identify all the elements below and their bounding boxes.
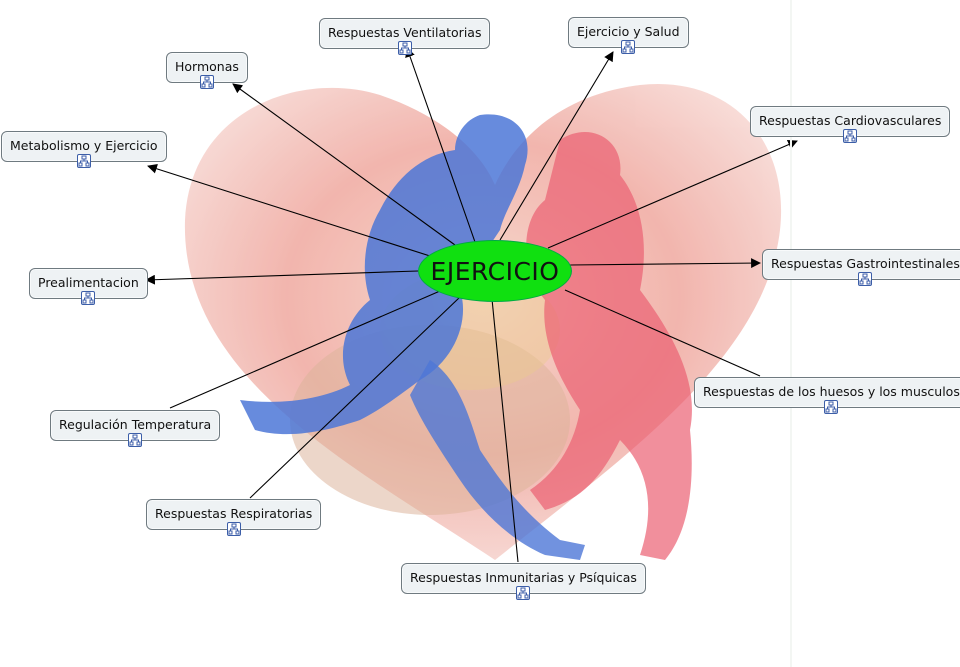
node-huesos-musculos[interactable]: Respuestas de los huesos y los musculos: [694, 377, 960, 414]
concept-submap-icon[interactable]: [76, 154, 91, 168]
background-illustration: [184, 83, 782, 560]
node-label: Regulación Temperatura: [59, 417, 212, 432]
node-inmunitarias[interactable]: Respuestas Inmunitarias y Psíquicas: [401, 563, 646, 600]
concept-submap-icon[interactable]: [843, 129, 858, 143]
node-metabolismo[interactable]: Metabolismo y Ejercicio: [1, 131, 167, 168]
concept-submap-icon[interactable]: [199, 75, 214, 89]
node-hormonas[interactable]: Hormonas: [166, 52, 248, 89]
node-label: Respuestas Gastrointestinales: [771, 256, 960, 271]
node-ejercicio-salud[interactable]: Ejercicio y Salud: [568, 17, 689, 54]
connectors: [145, 47, 798, 563]
central-concept[interactable]: EJERCICIO: [418, 240, 572, 302]
node-respiratorias[interactable]: Respuestas Respiratorias: [146, 499, 322, 536]
node-label: Respuestas Respiratorias: [155, 506, 313, 521]
canvas-edge: [790, 0, 792, 667]
node-label: Prealimentacion: [38, 275, 139, 290]
node-respuestas-ventilatorias[interactable]: Respuestas Ventilatorias: [319, 18, 491, 55]
node-label: Respuestas de los huesos y los musculos: [703, 384, 960, 399]
node-label: Hormonas: [175, 59, 239, 74]
node-temperatura[interactable]: Regulación Temperatura: [50, 410, 221, 447]
concept-submap-icon[interactable]: [516, 586, 531, 600]
concept-submap-icon[interactable]: [824, 400, 839, 414]
node-label: Respuestas Cardiovasculares: [759, 113, 942, 128]
concept-submap-icon[interactable]: [81, 291, 96, 305]
node-label: Metabolismo y Ejercicio: [10, 138, 158, 153]
node-label: Respuestas Ventilatorias: [328, 25, 482, 40]
node-prealimentacion[interactable]: Prealimentacion: [29, 268, 148, 305]
node-cardiovasculares[interactable]: Respuestas Cardiovasculares: [750, 106, 951, 143]
concept-submap-icon[interactable]: [621, 40, 636, 54]
node-label: Ejercicio y Salud: [577, 24, 680, 39]
concept-submap-icon[interactable]: [226, 522, 241, 536]
concept-submap-icon[interactable]: [128, 433, 143, 447]
node-label: Respuestas Inmunitarias y Psíquicas: [410, 570, 637, 585]
concept-submap-icon[interactable]: [397, 41, 412, 55]
concept-submap-icon[interactable]: [858, 272, 873, 286]
node-gastrointestinales[interactable]: Respuestas Gastrointestinales: [762, 249, 960, 286]
